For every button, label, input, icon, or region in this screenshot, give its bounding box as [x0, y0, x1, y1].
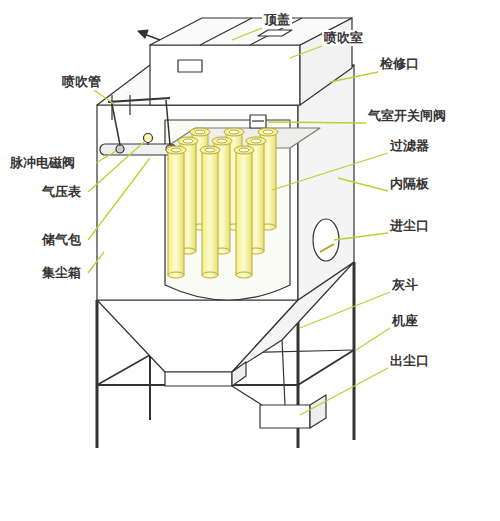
part-label: 出尘口 — [388, 353, 431, 369]
part-label: 气室开关闸阀 — [366, 108, 448, 124]
part-label: 脉冲电磁阀 — [8, 155, 77, 171]
part-label: 喷吹室 — [322, 30, 365, 46]
part-label: 内隔板 — [388, 176, 431, 192]
part-label: 喷吹管 — [60, 74, 103, 90]
part-label: 灰斗 — [390, 277, 420, 293]
part-label: 顶盖 — [262, 12, 292, 28]
top-housing — [112, 18, 352, 128]
filter-bags — [166, 128, 278, 278]
part-label: 机座 — [390, 313, 420, 329]
leader-lines — [88, 28, 390, 415]
air-tank-assembly — [100, 98, 176, 155]
part-label: 过滤器 — [388, 138, 431, 154]
part-label: 集尘箱 — [40, 265, 83, 281]
part-label: 进尘口 — [388, 218, 431, 234]
part-label: 气压表 — [40, 184, 83, 200]
part-label: 储气包 — [40, 232, 83, 248]
part-label: 检修口 — [378, 56, 421, 72]
